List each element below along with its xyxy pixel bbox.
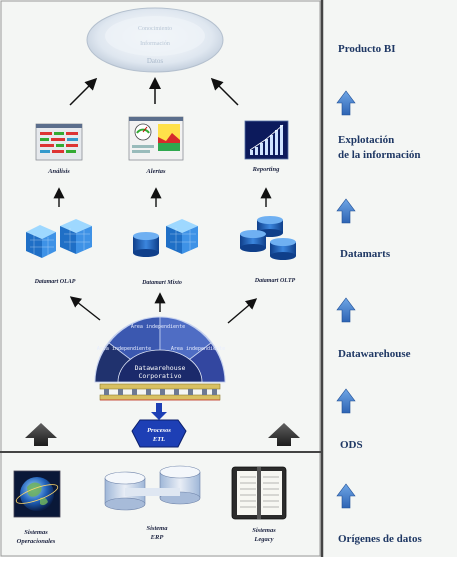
arrow-dwh-to-olap [69,296,101,321]
layer-label-datawarehouse: Datawarehouse [338,348,411,360]
grey-arrow-left [25,423,57,446]
arrow-analysis-to-cloud [69,77,98,106]
up-arrow-icon [336,483,356,509]
mixed-datamart-icon [133,219,198,257]
datawarehouse-dome: Area independiente Area independiente Ar… [94,316,226,383]
source-label-legacy-line1: Sistemas [252,527,276,534]
source-label-legacy-line2: Legacy [253,536,273,543]
dwh-title-line2: Corporativo [138,372,181,380]
source-label-erp-line1: Sistema [147,525,169,532]
analysis-icon [35,123,83,161]
tool-label-analysis: Análisis [47,168,70,175]
cloud-text-datos: Datos [147,57,164,65]
erp-cylinder-icon [104,465,201,511]
source-label-operational-line2: Operacionales [17,538,56,545]
source-label-operational-line1: Sistemas [24,529,48,536]
globe-icon [13,470,61,518]
layer-label-explotacion: Explotación [338,134,394,146]
reporting-icon [244,120,289,160]
legacy-organizer-icon [231,466,287,520]
layer-label-datamarts: Datamarts [340,248,391,260]
etl-label-line1: Procesos [147,427,171,434]
alerts-icon [128,116,184,161]
tool-label-reporting: Reporting [252,166,280,173]
dwh-area-left-line: Area independiente [97,346,151,352]
dwh-area-right-line: Area independiente [171,346,225,352]
layer-label-ods: ODS [340,439,363,451]
knowledge-cloud: Conocimiento Información Datos [86,7,224,73]
grey-arrow-right [268,423,300,446]
arrow-etl-to-dwh [151,403,167,420]
cloud-text-conocimiento: Conocimiento [138,26,172,32]
layer-label-de-la-informacion: de la información [338,149,421,161]
layer-label-producto-bi: Producto BI [338,43,396,55]
etl-label-line2: ETL [152,436,165,443]
left-panel [0,0,321,557]
datamart-label-mixto: Datamart Mixto [141,280,182,286]
dwh-title-line1: Datawarehouse [135,364,186,372]
dwh-area-center-line: Area independiente [131,324,185,330]
cubes-icon-olap [26,219,92,258]
cloud-text-informacion: Información [140,40,170,47]
up-arrow-icon [336,90,356,116]
arrow-dwh-to-oltp [227,298,258,324]
etl-connector-bar [99,383,221,401]
up-arrow-icon [336,388,356,414]
database-cylinders-icon [240,216,296,260]
tool-label-alerts: Alertas [145,168,166,175]
arrow-reporting-to-cloud [210,77,239,106]
up-arrow-icon [336,198,356,224]
source-label-erp-line2: ERP [150,534,165,541]
datamart-label-oltp: Datamart OLTP [254,278,296,284]
etl-process-badge: Procesos ETL [131,419,187,448]
up-arrow-icon [336,297,356,323]
datamart-label-olap: Datamart OLAP [34,279,76,285]
layer-label-origenes-de-datos: Orígenes de datos [338,533,422,545]
